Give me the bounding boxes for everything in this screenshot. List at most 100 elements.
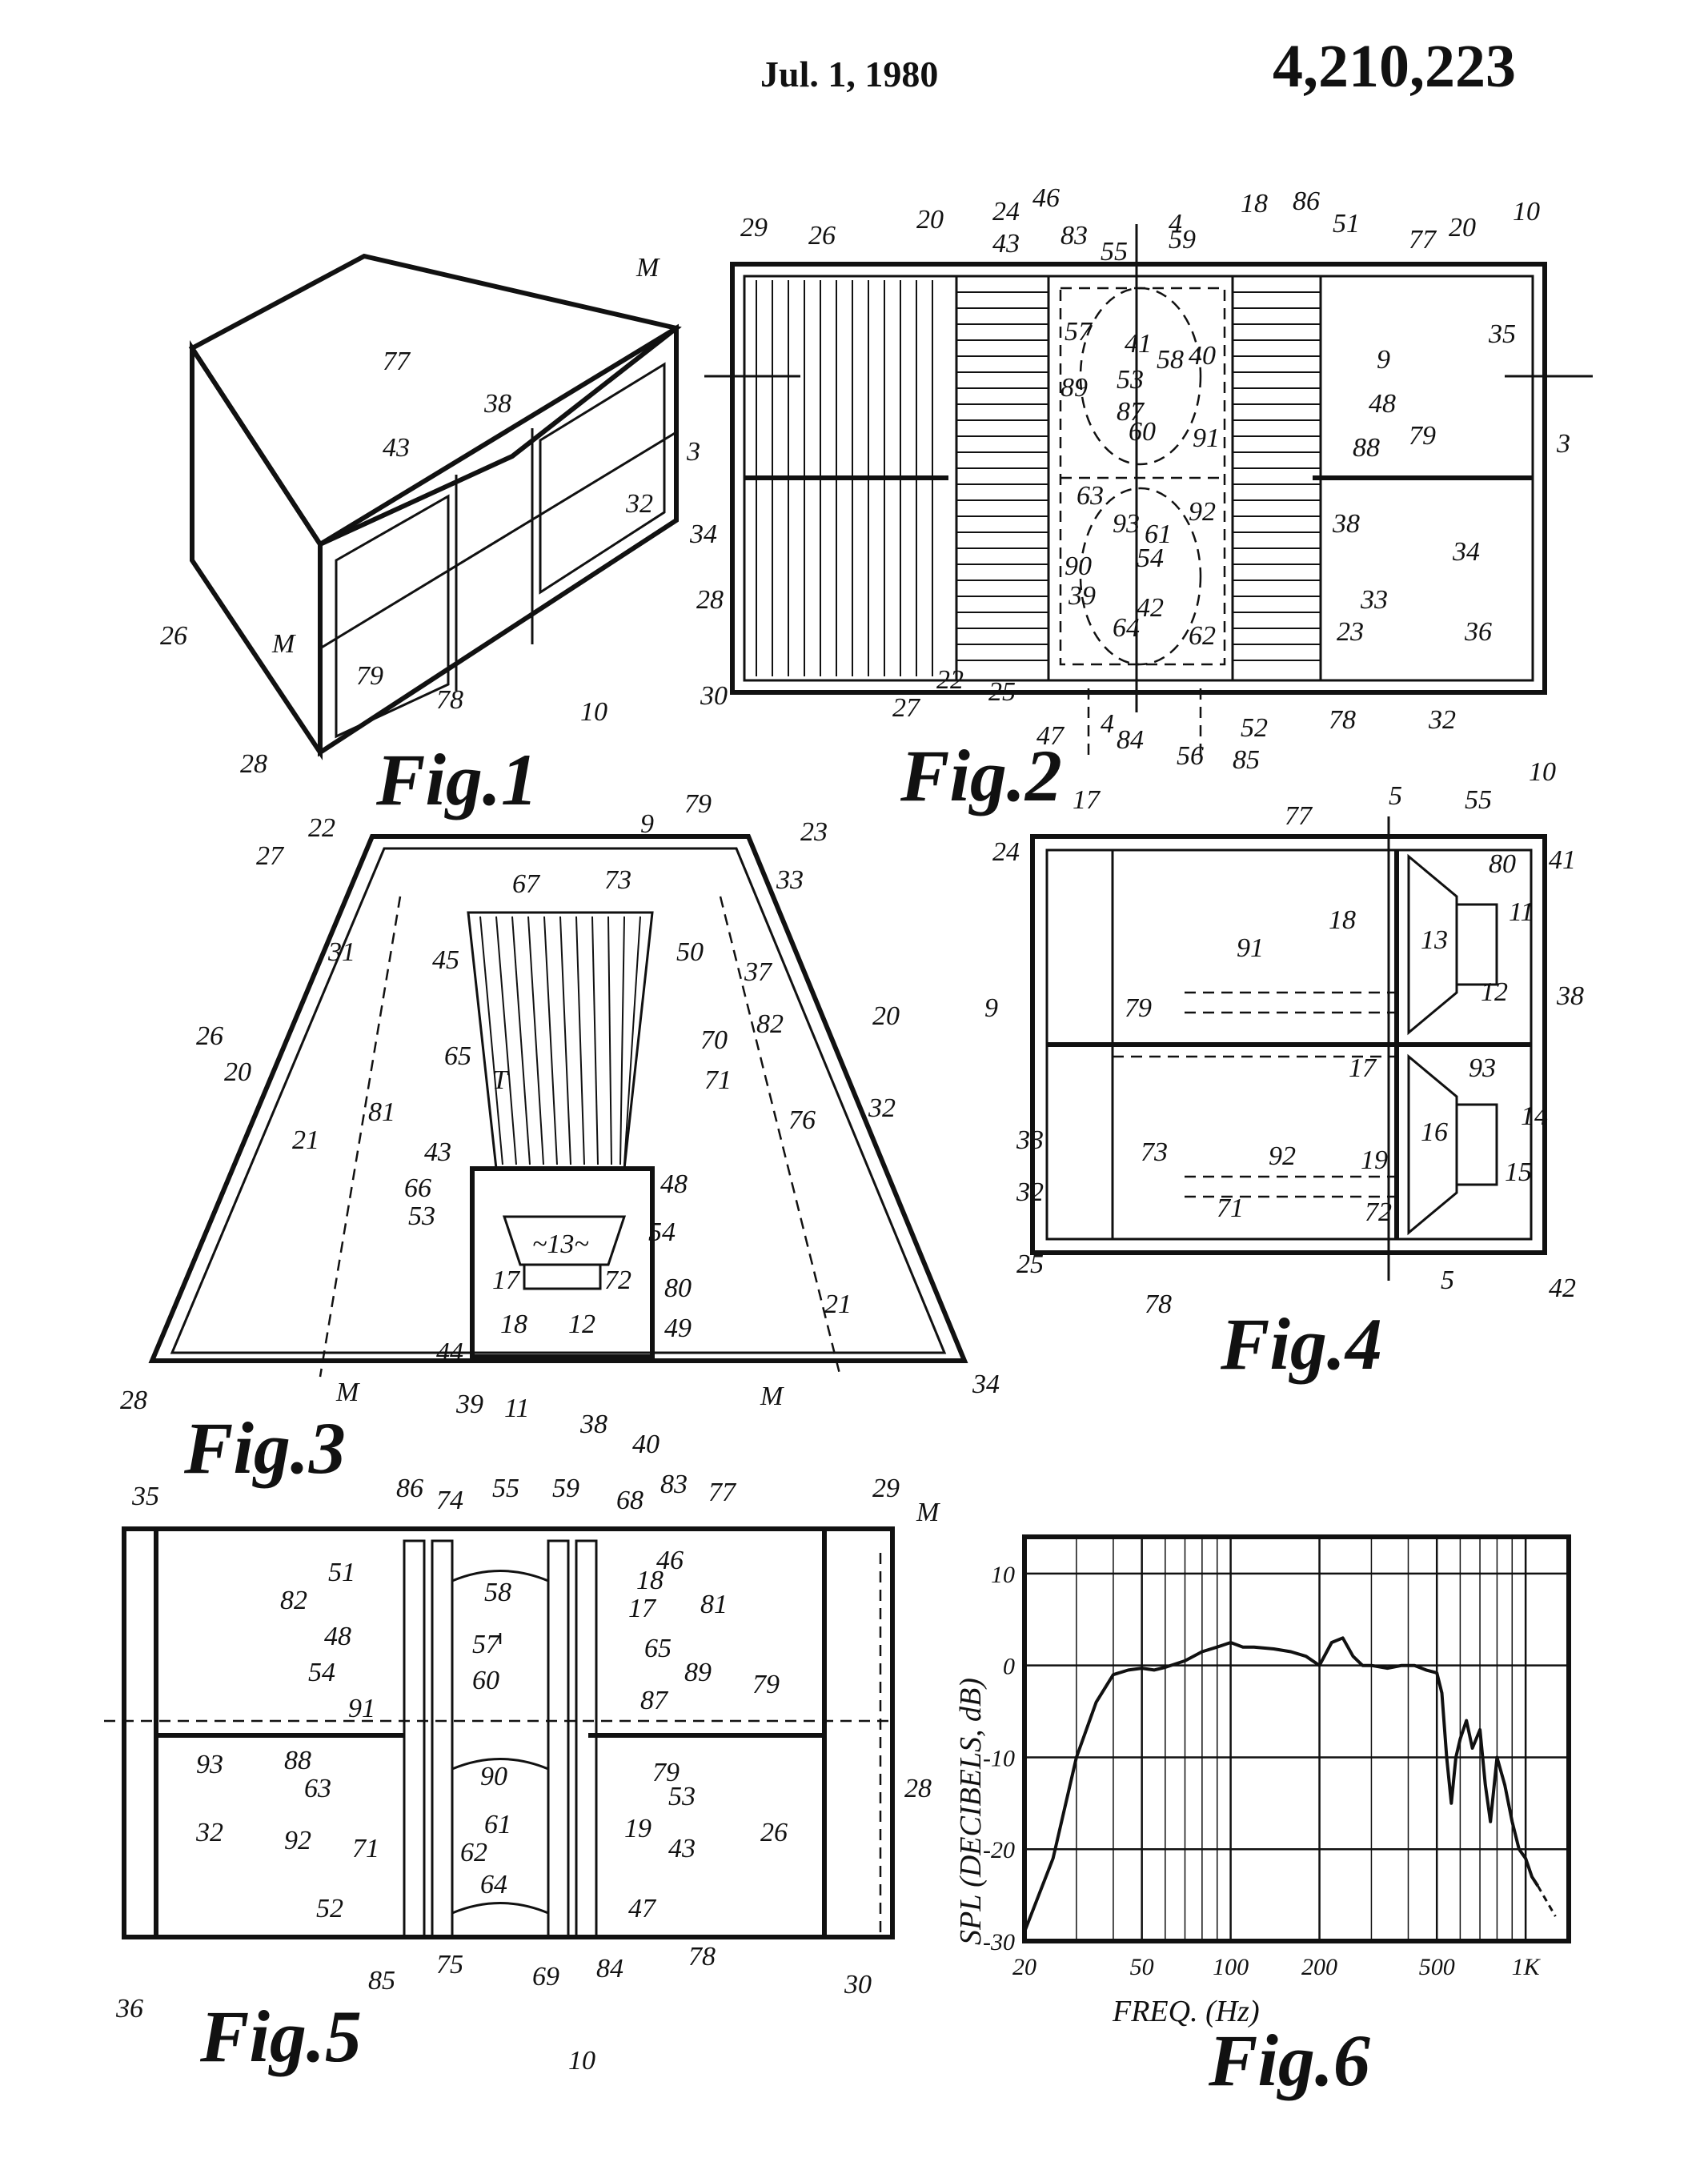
svg-text:17: 17 <box>1349 1053 1377 1083</box>
svg-text:36: 36 <box>115 1994 143 2024</box>
svg-text:92: 92 <box>1269 1141 1296 1171</box>
svg-text:55: 55 <box>492 1474 519 1503</box>
svg-text:21: 21 <box>824 1290 852 1319</box>
svg-text:79: 79 <box>684 789 712 819</box>
svg-text:3: 3 <box>1556 429 1570 459</box>
svg-text:17: 17 <box>1073 785 1101 815</box>
svg-text:26: 26 <box>160 621 187 651</box>
svg-text:78: 78 <box>1145 1290 1172 1319</box>
svg-text:M: M <box>335 1378 360 1407</box>
svg-text:27: 27 <box>892 693 921 723</box>
svg-text:65: 65 <box>444 1041 471 1071</box>
svg-text:43: 43 <box>424 1137 451 1167</box>
fig1-labels: 77 M 38 43 3 34 32 26 M 79 10 28 78 <box>160 253 717 779</box>
svg-text:45: 45 <box>432 945 459 975</box>
svg-text:38: 38 <box>483 389 511 419</box>
svg-text:4: 4 <box>1169 209 1182 239</box>
svg-text:51: 51 <box>328 1558 355 1587</box>
svg-text:21: 21 <box>292 1125 319 1155</box>
svg-text:M: M <box>916 1498 940 1527</box>
svg-text:54: 54 <box>648 1217 676 1247</box>
chart-x-tick-label: 500 <box>1419 1954 1455 1980</box>
svg-text:41: 41 <box>1549 845 1576 875</box>
svg-text:19: 19 <box>1361 1145 1388 1175</box>
svg-text:58: 58 <box>1157 345 1184 375</box>
fig5-front-section: 35 86 74 55 59 68 83 77 29 M 46 51 58 18… <box>104 1470 940 2077</box>
svg-text:25: 25 <box>988 677 1016 707</box>
svg-text:85: 85 <box>368 1966 395 1995</box>
svg-text:22: 22 <box>936 665 964 695</box>
svg-text:9: 9 <box>1377 345 1390 375</box>
chart-plot-frame <box>1022 1534 1571 1943</box>
svg-text:89: 89 <box>684 1658 712 1687</box>
svg-text:62: 62 <box>1189 621 1216 651</box>
chart-y-tick-label: 0 <box>1003 1654 1015 1680</box>
chart-x-tick-label: 1K <box>1512 1954 1542 1980</box>
svg-text:63: 63 <box>1077 481 1104 511</box>
svg-text:20: 20 <box>872 1001 900 1031</box>
chart-x-tick-label: 20 <box>1012 1954 1036 1980</box>
svg-text:80: 80 <box>1489 849 1516 879</box>
svg-text:T: T <box>492 1065 509 1095</box>
svg-text:81: 81 <box>368 1097 395 1127</box>
svg-text:30: 30 <box>844 1970 872 2000</box>
svg-text:69: 69 <box>532 1962 559 1991</box>
svg-text:82: 82 <box>756 1009 784 1039</box>
svg-text:39: 39 <box>455 1390 483 1419</box>
svg-text:75: 75 <box>436 1950 463 1979</box>
svg-text:18: 18 <box>1329 905 1356 935</box>
svg-text:54: 54 <box>1137 543 1164 573</box>
svg-text:43: 43 <box>668 1834 696 1863</box>
svg-text:47: 47 <box>1036 721 1065 751</box>
svg-text:78: 78 <box>688 1942 716 1971</box>
svg-text:83: 83 <box>660 1470 688 1499</box>
svg-text:91: 91 <box>1193 423 1220 453</box>
svg-text:52: 52 <box>1241 713 1268 743</box>
svg-text:76: 76 <box>788 1105 816 1135</box>
svg-text:72: 72 <box>1365 1197 1392 1227</box>
chart-series <box>1023 1636 1557 1933</box>
svg-text:78: 78 <box>1329 705 1356 735</box>
svg-text:93: 93 <box>196 1750 223 1779</box>
chart-x-tick-label: 100 <box>1213 1954 1249 1980</box>
chart-y-tick-label: -10 <box>983 1745 1015 1771</box>
svg-text:32: 32 <box>1016 1177 1044 1207</box>
svg-text:34: 34 <box>1452 537 1480 567</box>
svg-text:64: 64 <box>1113 613 1140 643</box>
fig2-left-slats <box>756 280 933 676</box>
svg-text:62: 62 <box>460 1838 487 1867</box>
chart-series-line <box>1023 1636 1540 1933</box>
svg-text:M: M <box>635 253 660 283</box>
svg-text:89: 89 <box>1060 373 1088 403</box>
svg-text:27: 27 <box>256 841 285 871</box>
fig3-labels: 9 79 22 23 27 33 67 73 31 50 37 45 82 20… <box>120 789 1000 1459</box>
svg-text:74: 74 <box>436 1486 463 1515</box>
fig2-hidden-driver-outlines <box>1059 287 1226 760</box>
svg-text:9: 9 <box>640 809 654 839</box>
svg-text:32: 32 <box>195 1818 223 1847</box>
svg-text:61: 61 <box>1145 519 1172 549</box>
svg-text:92: 92 <box>284 1826 311 1855</box>
svg-text:15: 15 <box>1505 1157 1532 1187</box>
chart-y-axis-label: SPL (DECIBELS, dB) <box>954 1678 988 1945</box>
fig1-cabinet-isometric: 77 M 38 43 3 34 32 26 M 79 10 28 78 Fig.… <box>160 253 717 820</box>
svg-text:90: 90 <box>1064 552 1092 581</box>
fig6-caption: Fig.6 <box>1208 2020 1370 2101</box>
fig1-caption: Fig.1 <box>375 739 538 820</box>
svg-text:59: 59 <box>1169 225 1196 255</box>
svg-text:38: 38 <box>1556 981 1584 1011</box>
svg-text:68: 68 <box>616 1486 644 1515</box>
svg-text:55: 55 <box>1465 785 1492 815</box>
svg-text:19: 19 <box>624 1814 652 1843</box>
svg-text:42: 42 <box>1549 1274 1576 1303</box>
fig5-caption: Fig.5 <box>199 1995 362 2077</box>
svg-text:~13~: ~13~ <box>532 1229 589 1259</box>
svg-text:88: 88 <box>1353 433 1380 463</box>
svg-text:82: 82 <box>280 1586 307 1615</box>
svg-text:23: 23 <box>800 817 828 847</box>
svg-text:84: 84 <box>596 1954 623 1983</box>
svg-text:10: 10 <box>568 2046 595 2076</box>
svg-text:79: 79 <box>356 661 383 691</box>
